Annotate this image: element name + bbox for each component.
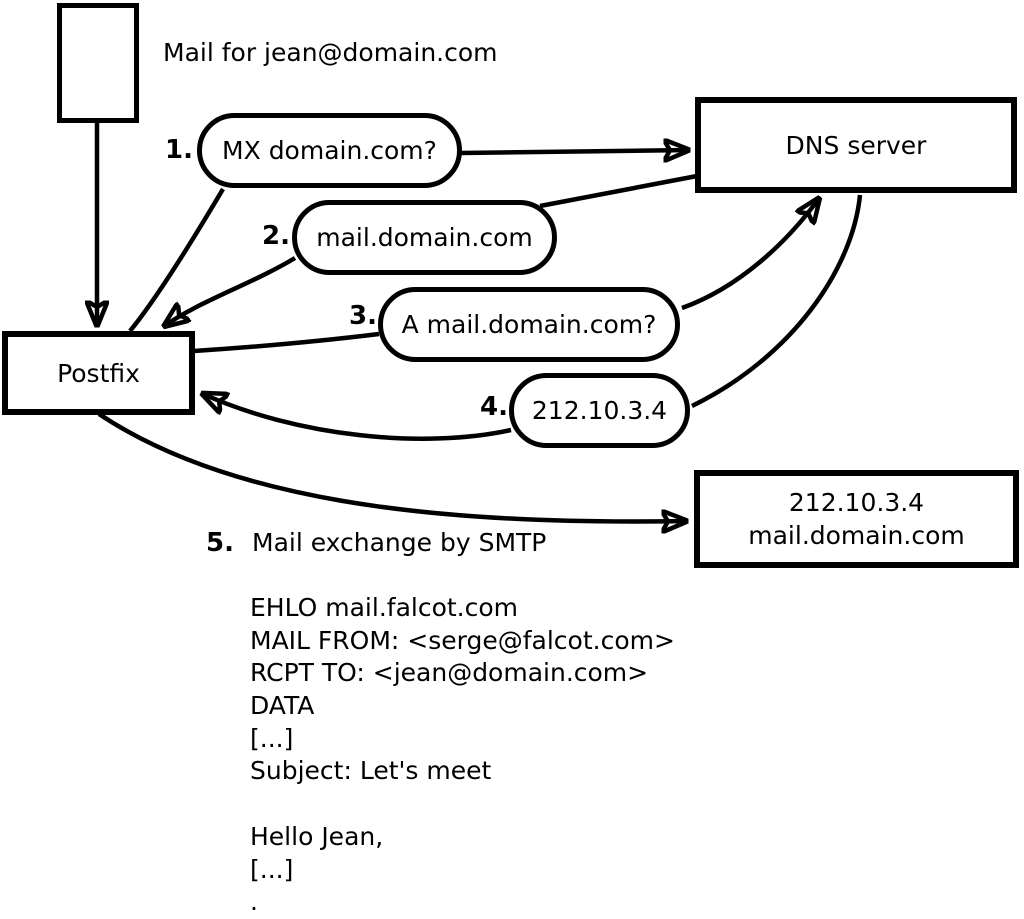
smtp-line-subject: Subject: Let's meet: [250, 756, 492, 786]
line-postfix-to-mx-query: [128, 187, 225, 333]
smtp-line-hello: Hello Jean,: [250, 821, 384, 851]
postfix-node: Postfix: [2, 331, 195, 415]
target-mailserver-label: 212.10.3.4 mail.domain.com: [748, 486, 964, 552]
pill-a-query: A mail.domain.com?: [378, 287, 680, 362]
smtp-line-blank: [250, 788, 720, 821]
smtp-line-end-dot: .: [250, 887, 258, 917]
pill-mx-answer: mail.domain.com: [292, 200, 557, 275]
dns-server-node-label: DNS server: [785, 130, 927, 160]
pill-mx-query: MX domain.com?: [197, 113, 462, 188]
pill-a-answer: 212.10.3.4: [509, 373, 690, 448]
mail-message-icon: [57, 3, 139, 123]
smtp-line-data: DATA: [250, 691, 315, 721]
line-postfix-to-a-query: [193, 331, 380, 354]
smtp-line-rcpt-to: RCPT TO: <jean@domain.com>: [250, 658, 649, 688]
smtp-session-transcript: EHLO mail.falcot.com MAIL FROM: <serge@f…: [250, 592, 720, 919]
arrow-a-query-to-dns: [681, 197, 820, 311]
target-mailserver-node: 212.10.3.4 mail.domain.com: [694, 470, 1019, 568]
step-5-label: Mail exchange by SMTP: [252, 528, 547, 557]
arrow-a-answer-to-postfix: [201, 393, 512, 441]
smtp-line-ellipsis-1: [...]: [250, 723, 294, 753]
pill-a-query-label: A mail.domain.com?: [401, 310, 657, 339]
target-mailserver-hostname: mail.domain.com: [748, 521, 965, 550]
step-number-1: 1.: [165, 135, 193, 165]
smtp-line-mail-from: MAIL FROM: <serge@falcot.com>: [250, 625, 675, 655]
step-number-4: 4.: [480, 392, 508, 422]
smtp-line-ellipsis-2: [...]: [250, 854, 294, 884]
step-number-3: 3.: [349, 301, 377, 331]
postfix-node-label: Postfix: [57, 358, 140, 388]
mail-for-label: Mail for jean@domain.com: [163, 38, 498, 67]
pill-mx-query-label: MX domain.com?: [222, 136, 437, 165]
arrow-mx-query-to-dns: [459, 150, 690, 153]
arrow-mx-answer-to-postfix: [163, 256, 297, 327]
smtp-line-ehlo: EHLO mail.falcot.com: [250, 593, 519, 622]
line-dns-to-mx-answer: [539, 173, 698, 209]
pill-a-answer-label: 212.10.3.4: [531, 396, 668, 425]
line-dns-to-a-answer: [691, 194, 863, 409]
target-mailserver-ip: 212.10.3.4: [788, 488, 925, 517]
pill-mx-answer-label: mail.domain.com: [316, 223, 533, 252]
arrow-postfix-to-mailserver: [97, 412, 688, 522]
step-number-5: 5.: [206, 528, 234, 558]
step-number-2: 2.: [262, 221, 290, 251]
dns-server-node: DNS server: [695, 97, 1017, 193]
